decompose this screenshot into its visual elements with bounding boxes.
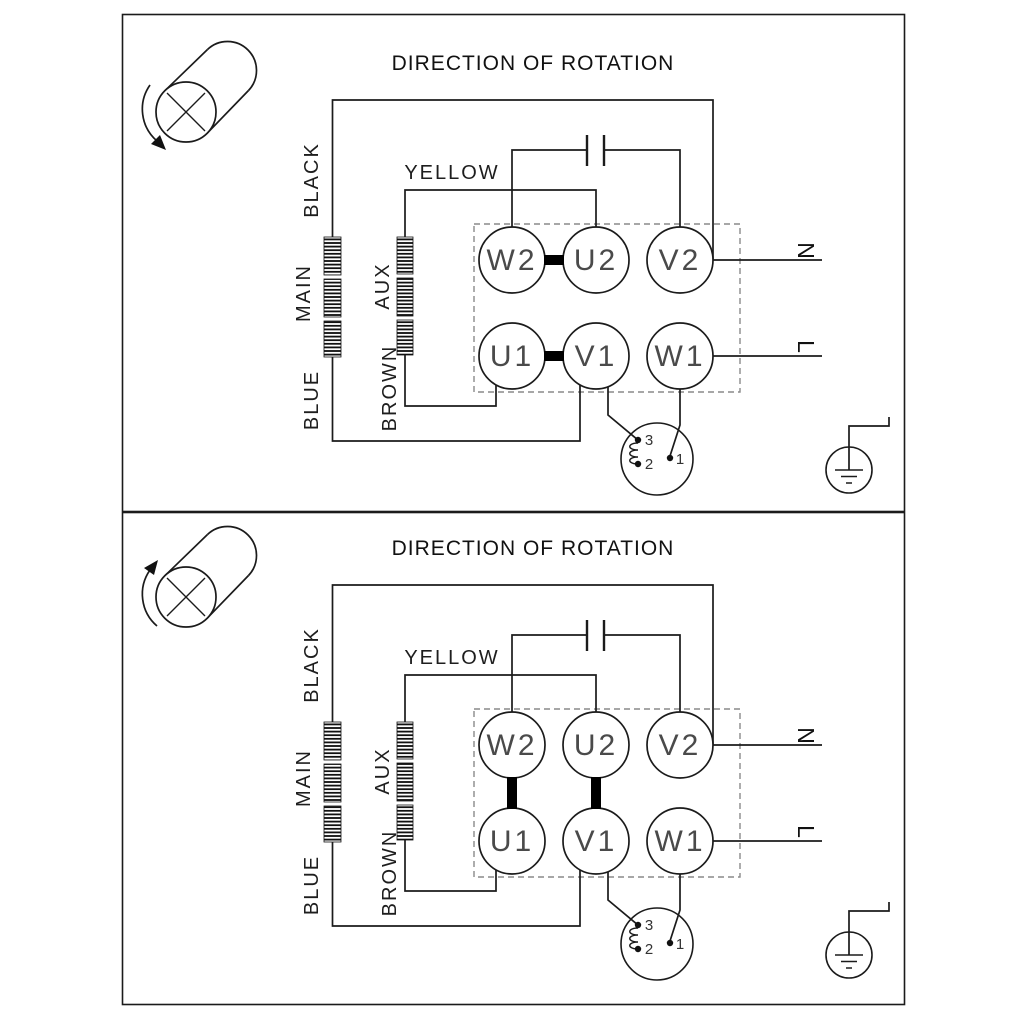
- panel-border: [121, 13, 906, 512]
- terminal-w2-label: W2: [487, 244, 538, 277]
- terminal-w1-label: W1: [655, 825, 706, 858]
- capacitor-icon: [585, 135, 606, 166]
- terminal-v2-label: V2: [659, 729, 702, 762]
- wire-yellow: [404, 189, 597, 237]
- thermal-protector: 3 2 1: [620, 907, 694, 981]
- terminal-u2-label: U2: [574, 729, 618, 762]
- shaft-cross-icon: [166, 577, 206, 617]
- wire-w1-protector: [669, 389, 681, 457]
- wire-labels: BLACK MAIN BLUE AUX BROWN YELLOW: [293, 142, 499, 432]
- neutral-label: N: [793, 242, 819, 260]
- wiring-panel-2: DIRECTION OF ROTATION BLACK MAIN BLUE AU…: [121, 512, 906, 1006]
- neutral-label: N: [793, 727, 819, 745]
- label-main: MAIN: [293, 749, 315, 807]
- label-black: BLACK: [301, 142, 323, 218]
- terminal-board: W2 U2 V2 U1 V1 W1: [478, 711, 714, 875]
- terminal-board-outline: [473, 708, 741, 878]
- wire-brown: [404, 355, 497, 407]
- terminal-w1-label: W1: [655, 340, 706, 373]
- rotation-arrow-icon: [141, 560, 158, 627]
- wire-blue: [331, 357, 581, 442]
- terminal-v2-label: V2: [659, 244, 702, 277]
- motor-icon: [141, 40, 258, 150]
- terminal-u1-label: U1: [490, 340, 534, 373]
- terminal-u1-label: U1: [490, 825, 534, 858]
- thermal-protector: 3 2 1: [620, 422, 694, 496]
- line-label: L: [793, 825, 819, 839]
- wire-capacitor-left: [511, 634, 587, 712]
- terminal-board-outline: [473, 223, 741, 393]
- terminal-u2-label: U2: [574, 244, 618, 277]
- terminal-v1-label: V1: [575, 340, 618, 373]
- wire-blue: [331, 842, 581, 927]
- terminal-w1: [646, 807, 714, 875]
- motor-icon: [141, 525, 258, 628]
- wire-labels: BLACK MAIN BLUE AUX BROWN YELLOW: [293, 627, 499, 917]
- main-winding-coil: [323, 236, 342, 358]
- wire-w1-protector: [669, 874, 681, 942]
- shaft-cross-icon: [166, 92, 206, 132]
- aux-winding-coil: [396, 721, 414, 841]
- wire-v1-protector: [607, 872, 639, 926]
- ground-icon: [825, 417, 890, 494]
- panel-title: DIRECTION OF ROTATION: [392, 537, 675, 560]
- wire-black-to-neutral: [331, 99, 822, 261]
- protector-coil-icon: [629, 927, 639, 950]
- protector-pin1-label: 1: [676, 936, 684, 953]
- wire-yellow: [404, 674, 597, 722]
- wires: [331, 99, 822, 457]
- label-yellow: YELLOW: [404, 647, 499, 669]
- rotation-arrow-icon: [141, 84, 166, 150]
- line-label: L: [793, 340, 819, 354]
- protector-coil-icon: [629, 442, 639, 465]
- label-aux: AUX: [372, 747, 394, 794]
- protector-pin3-label: 3: [645, 432, 653, 449]
- wire-black-to-neutral: [331, 584, 822, 746]
- terminal-w1: [646, 322, 714, 390]
- protector-pin2-label: 2: [645, 941, 653, 958]
- capacitor-icon: [585, 620, 606, 651]
- label-brown: BROWN: [379, 830, 401, 917]
- wiring-panel-1: DIRECTION OF ROTATION BLACK MAIN BLUE AU…: [121, 13, 906, 512]
- wire-capacitor-right: [604, 634, 681, 712]
- aux-winding-coil: [396, 236, 414, 356]
- wire-capacitor-right: [604, 149, 681, 227]
- label-main: MAIN: [293, 264, 315, 322]
- label-blue: BLUE: [301, 855, 323, 915]
- terminal-board: W2 U2 V2 U1 V1 W1: [478, 226, 714, 390]
- terminal-v2: [646, 226, 714, 294]
- protector-pin2-label: 2: [645, 456, 653, 473]
- label-blue: BLUE: [301, 370, 323, 430]
- wire-capacitor-left: [511, 149, 587, 227]
- wire-brown: [404, 840, 497, 892]
- panel-title: DIRECTION OF ROTATION: [392, 52, 675, 75]
- ground-icon: [825, 902, 890, 979]
- terminal-v2: [646, 711, 714, 779]
- label-black: BLACK: [301, 627, 323, 703]
- label-aux: AUX: [372, 262, 394, 309]
- protector-pin1-label: 1: [676, 451, 684, 468]
- wires: [331, 584, 822, 942]
- label-yellow: YELLOW: [404, 162, 499, 184]
- terminal-v1-label: V1: [575, 825, 618, 858]
- panel-border: [121, 512, 906, 1006]
- wire-v1-protector: [607, 387, 639, 441]
- main-winding-coil: [323, 721, 342, 843]
- label-brown: BROWN: [379, 345, 401, 432]
- terminal-w2-label: W2: [487, 729, 538, 762]
- protector-pin3-label: 3: [645, 917, 653, 934]
